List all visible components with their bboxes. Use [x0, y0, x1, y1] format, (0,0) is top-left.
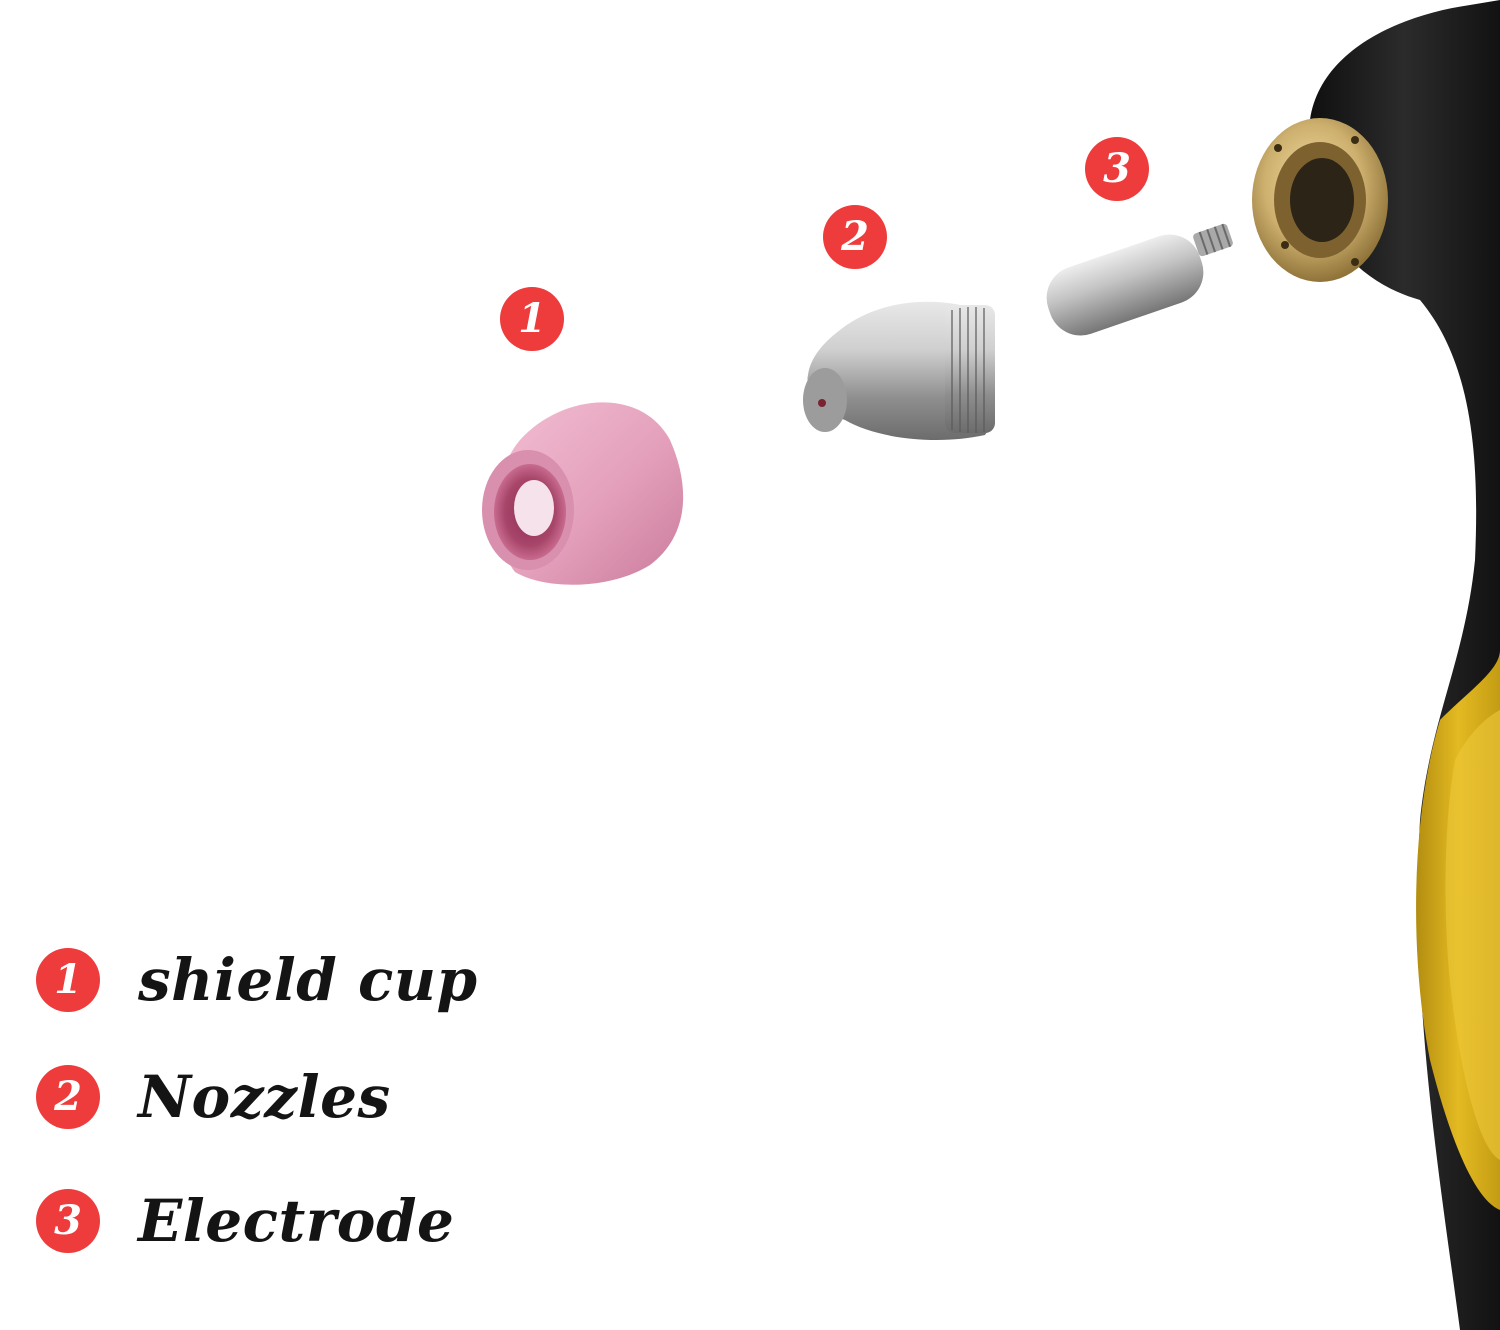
plasma-torch-body-icon — [1252, 0, 1500, 1330]
legend-label-3: Electrode — [138, 1187, 455, 1255]
ceramic-shield-cup-icon — [482, 402, 684, 585]
metal-electrode-icon — [1046, 223, 1233, 336]
metal-nozzle-icon — [803, 301, 995, 440]
legend-marker-1: 1 — [36, 948, 100, 1012]
legend-item-nozzles: 2 Nozzles — [36, 1062, 391, 1132]
part-3-marker: 3 — [1085, 137, 1149, 201]
legend-item-electrode: 3 Electrode — [36, 1186, 454, 1256]
brass-torch-head-thread-icon — [1252, 118, 1388, 282]
part-2-marker: 2 — [823, 205, 887, 269]
legend-marker-2: 2 — [36, 1065, 100, 1129]
legend-label-2: Nozzles — [138, 1063, 391, 1131]
part-1-marker: 1 — [500, 287, 564, 351]
legend-label-1: shield cup — [138, 946, 478, 1014]
legend-marker-3: 3 — [36, 1189, 100, 1253]
legend-item-shield-cup: 1 shield cup — [36, 945, 478, 1015]
